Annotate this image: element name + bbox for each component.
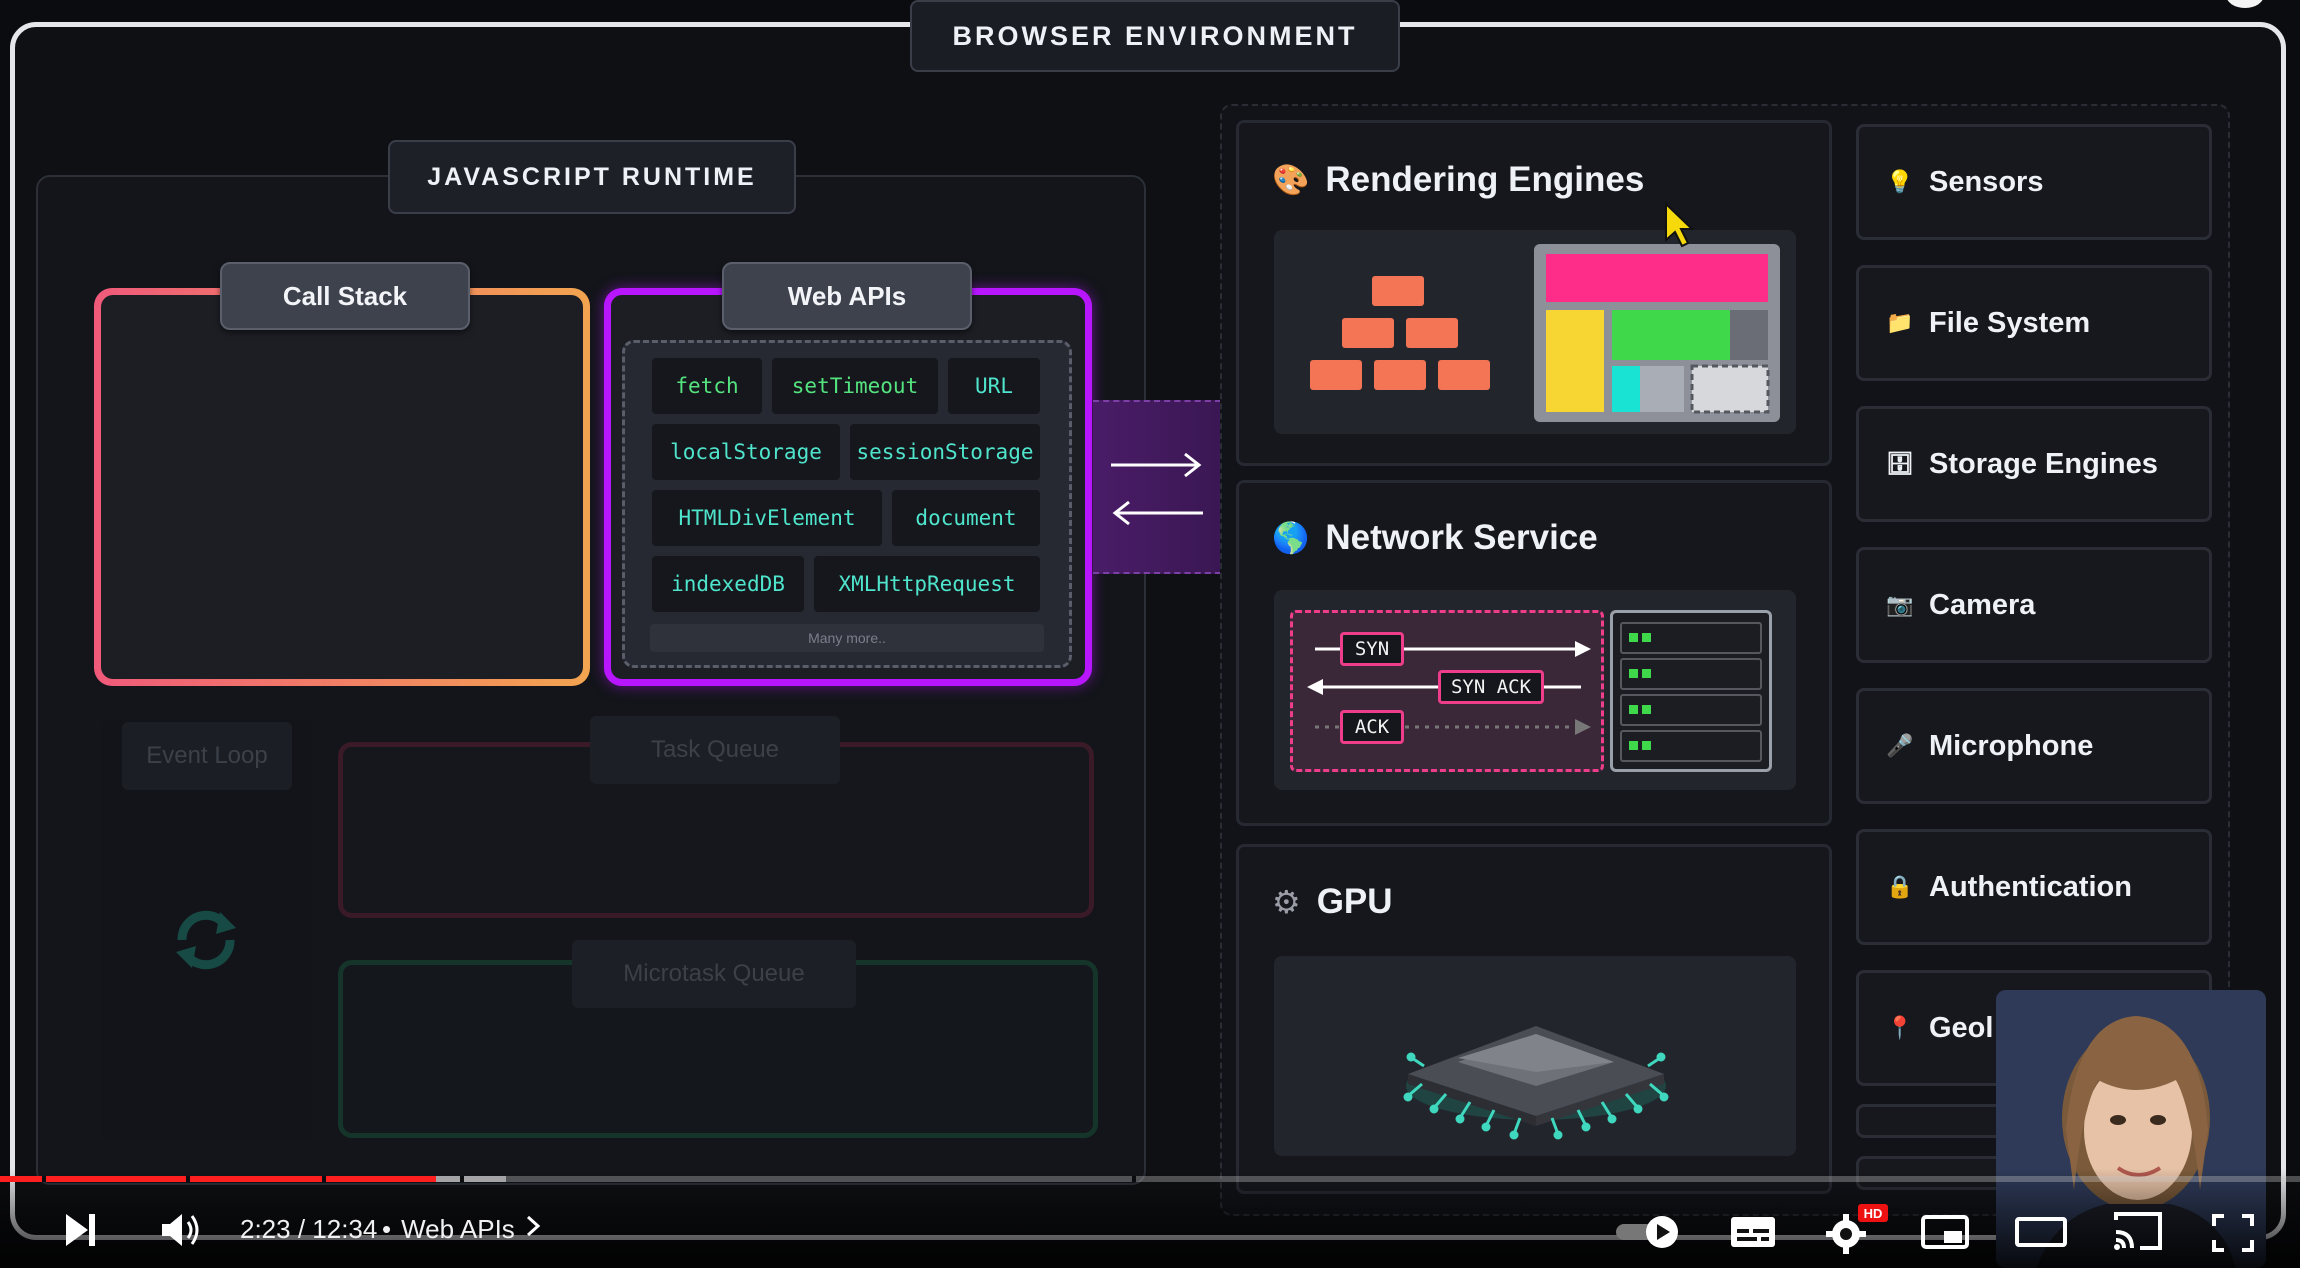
network-service-title-row: 🌎 Network Service	[1272, 510, 1598, 566]
chapter-separator: •	[382, 1214, 392, 1244]
chapter-divider	[460, 1176, 464, 1182]
api-xmlhttprequest: XMLHttpRequest	[814, 556, 1040, 612]
mouse-cursor-icon	[1664, 201, 1695, 248]
chevron-right-icon	[525, 1214, 541, 1245]
corner-dot	[2226, 0, 2264, 8]
subtitles-icon	[1731, 1217, 1775, 1247]
folder-icon: 📁	[1886, 310, 1914, 335]
miniplayer-button[interactable]	[1920, 1212, 1970, 1252]
side-item-label: Sensors	[1929, 165, 2044, 198]
side-item-label: Geol	[1929, 1011, 1994, 1044]
side-item-label: Storage Engines	[1929, 447, 2158, 480]
theater-icon	[2015, 1217, 2067, 1247]
rendering-illustration	[1274, 230, 1796, 434]
cast-icon	[2114, 1212, 2162, 1250]
cabinet-icon: 🗄	[1886, 451, 1914, 476]
api-url: URL	[948, 358, 1040, 414]
side-item-label: File System	[1929, 306, 2091, 339]
side-item-file-system: 📁 File System	[1856, 265, 2212, 381]
rendering-engines-title: Rendering Engines	[1325, 160, 1645, 199]
microtask-queue-label: Microtask Queue	[572, 940, 856, 1008]
api-localstorage: localStorage	[652, 424, 840, 480]
autoplay-toggle[interactable]	[1612, 1214, 1686, 1250]
runtime-environment-bridge	[1093, 400, 1221, 574]
chapter-divider	[1132, 1176, 1136, 1182]
palette-icon: 🎨	[1272, 163, 1310, 197]
subtitles-button[interactable]	[1728, 1212, 1778, 1252]
pin-icon: 📍	[1886, 1015, 1914, 1040]
ack-packet: ACK	[1340, 710, 1404, 744]
player-controls-bar	[0, 1168, 2300, 1268]
many-more-label: Many more..	[650, 624, 1044, 652]
camera-icon: 📷	[1886, 592, 1914, 617]
gear-icon	[1826, 1214, 1866, 1254]
cast-button[interactable]	[2110, 1210, 2164, 1254]
browser-environment-label: BROWSER ENVIRONMENT	[910, 0, 1400, 72]
side-item-microphone: 🎤 Microphone	[1856, 688, 2212, 804]
gpu-illustration	[1274, 956, 1796, 1156]
api-sessionstorage: sessionStorage	[850, 424, 1040, 480]
chapter-divider	[186, 1176, 190, 1182]
web-apis-label: Web APIs	[722, 262, 972, 330]
fullscreen-icon	[2212, 1214, 2254, 1252]
side-item-label: Microphone	[1929, 729, 2094, 762]
volume-button[interactable]	[156, 1210, 206, 1250]
side-item-label: Camera	[1929, 588, 2036, 621]
skip-next-icon	[66, 1214, 95, 1246]
event-loop-column	[102, 720, 312, 1140]
autoplay-icon	[1616, 1216, 1678, 1248]
api-indexeddb: indexedDB	[652, 556, 804, 612]
api-htmldivelement: HTMLDivElement	[652, 490, 882, 546]
globe-icon: 🌎	[1272, 521, 1310, 555]
theater-mode-button[interactable]	[2014, 1212, 2068, 1252]
fullscreen-button[interactable]	[2210, 1212, 2256, 1254]
progress-buffered	[436, 1176, 506, 1182]
syn-ack-packet: SYN ACK	[1438, 670, 1544, 704]
api-settimeout: setTimeout	[772, 358, 938, 414]
chapter-divider	[322, 1176, 326, 1182]
bidirectional-arrows-icon	[1111, 452, 1203, 526]
server-rack-icon	[1610, 610, 1772, 772]
chapter-title: Web APIs	[401, 1214, 515, 1244]
chip-icon	[1403, 1026, 1669, 1140]
side-item-camera: 📷 Camera	[1856, 547, 2212, 663]
time-display: 2:23 / 12:34	[240, 1214, 378, 1244]
side-item-authentication: 🔒 Authentication	[1856, 829, 2212, 945]
miniplayer-icon	[1921, 1215, 1969, 1249]
render-tree-illustration	[1310, 244, 1780, 422]
api-document: document	[892, 490, 1040, 546]
hd-badge: HD	[1858, 1204, 1888, 1222]
lightbulb-icon: 💡	[1886, 169, 1914, 194]
side-item-sensors: 💡 Sensors	[1856, 124, 2212, 240]
side-item-label: Authentication	[1929, 870, 2132, 903]
lock-icon: 🔒	[1886, 874, 1914, 899]
gear-icon: ⚙	[1272, 884, 1301, 920]
loop-arrows-icon	[166, 900, 246, 980]
volume-icon	[162, 1214, 199, 1246]
call-stack-label: Call Stack	[220, 262, 470, 330]
rendering-engines-title-row: 🎨 Rendering Engines	[1272, 152, 1644, 208]
side-item-storage-engines: 🗄 Storage Engines	[1856, 406, 2212, 522]
gpu-title: GPU	[1316, 882, 1393, 921]
task-queue-label: Task Queue	[590, 716, 840, 784]
call-stack-box	[94, 288, 590, 686]
microphone-icon: 🎤	[1886, 733, 1914, 758]
network-service-title: Network Service	[1325, 518, 1598, 557]
next-button[interactable]	[58, 1210, 102, 1250]
javascript-runtime-label: JAVASCRIPT RUNTIME	[388, 140, 796, 214]
settings-button[interactable]	[1826, 1210, 1876, 1254]
progress-bar[interactable]	[0, 1176, 2300, 1182]
gpu-title-row: ⚙ GPU	[1272, 874, 1393, 930]
chapter-divider	[42, 1176, 46, 1182]
event-loop-label: Event Loop	[122, 722, 292, 790]
chapter-link[interactable]: • Web APIs	[382, 1214, 541, 1245]
api-fetch: fetch	[652, 358, 762, 414]
progress-played	[0, 1176, 436, 1182]
syn-packet: SYN	[1340, 632, 1404, 666]
